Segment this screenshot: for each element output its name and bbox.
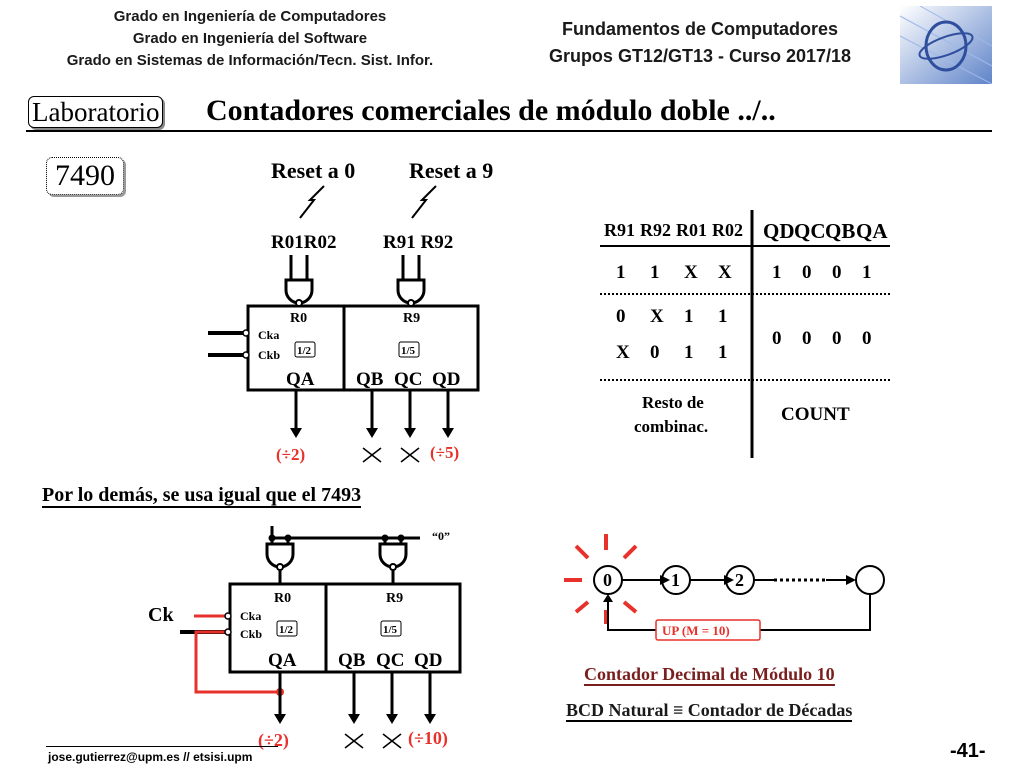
- cell: 1: [684, 342, 694, 363]
- r9-pin-label: R9: [386, 591, 403, 606]
- qd-output-label: QD: [414, 650, 443, 671]
- cell: 1: [616, 262, 626, 283]
- cell: 1: [772, 262, 782, 283]
- rest-label-line2: combinac.: [634, 417, 708, 436]
- bottom-div10-output-label: (÷10): [408, 728, 448, 749]
- r0-pin-label: R0: [290, 311, 307, 326]
- cell: 1: [684, 306, 694, 327]
- top-div5-output-label: (÷5): [430, 443, 459, 462]
- cell: X: [616, 342, 630, 363]
- university-logo: [900, 6, 992, 84]
- reset0-arrow-icon: [299, 185, 325, 219]
- degree-line: Grado en Ingeniería del Software: [132, 30, 368, 47]
- cell: 0: [772, 328, 782, 349]
- bottom-7490-diagram: “0” Ck R0 R9 Cka Ckb 1/2 1/5 QA QB QC QD: [148, 526, 462, 751]
- div5-box-label: 1/5: [401, 345, 416, 357]
- author-email: jose.gutierrez@upm.es // etsisi.upm: [48, 750, 253, 764]
- reset9-arrow-icon: [411, 185, 437, 219]
- degree-line: Grado en Sistemas de Información/Tecn. S…: [66, 52, 434, 69]
- header-r91: R91: [604, 220, 635, 240]
- qd-output-label: QD: [432, 369, 461, 390]
- cell: 1: [650, 262, 660, 283]
- cell: 0: [802, 328, 812, 349]
- state-2-label: 2: [735, 570, 744, 590]
- cka-pin-label: Cka: [240, 609, 261, 623]
- page-number: -41-: [950, 740, 986, 762]
- cell: 0: [616, 306, 626, 327]
- degree-line: Grado en Ingeniería de Computadores: [113, 8, 387, 25]
- r9-pin-label: R9: [403, 311, 420, 326]
- chip-label: 7490: [46, 157, 124, 195]
- cell: 1: [862, 262, 872, 283]
- state-1-label: 1: [671, 570, 680, 590]
- course-groups: Grupos GT12/GT13 - Curso 2017/18: [548, 46, 852, 66]
- r91r92-label: R91 R92: [383, 232, 453, 253]
- course-name: Fundamentos de Computadores: [561, 19, 839, 39]
- qc-output-label: QC: [394, 369, 423, 390]
- cell: 0: [832, 262, 842, 283]
- counting-mode-label: UP (M = 10): [662, 623, 730, 638]
- cell: 0: [802, 262, 812, 283]
- truth-table: R91 R92 R01 R02 QD QC QB QA 1 1 X X 1 0 …: [600, 210, 890, 458]
- r01r02-label: R01R02: [271, 232, 336, 253]
- header-r92: R92: [640, 220, 671, 240]
- degree-list: Grado en Ingeniería de Computadores Grad…: [10, 6, 490, 72]
- header-qc: QC: [794, 219, 826, 243]
- cell: 0: [862, 328, 872, 349]
- div5-box-label: 1/5: [383, 624, 398, 636]
- state-0-label: 0: [603, 570, 612, 590]
- cell: X: [718, 262, 732, 283]
- qa-output-label: QA: [286, 369, 315, 390]
- diagram-caption-1: Contador Decimal de Módulo 10: [584, 664, 835, 686]
- cell: 0: [650, 342, 660, 363]
- reset-9-label: Reset a 9: [409, 158, 493, 183]
- state-diagram: 0 1 2 UP (M = 10): [564, 534, 885, 641]
- page-title: Contadores comerciales de módulo doble .…: [206, 94, 776, 127]
- div2-box-label: 1/2: [297, 345, 312, 357]
- title-bar: Laboratorio Contadores comerciales de mó…: [26, 92, 992, 132]
- ckb-pin-label: Ckb: [240, 627, 262, 641]
- cell: 1: [718, 342, 728, 363]
- header-qb: QB: [825, 219, 855, 243]
- cell: 0: [832, 328, 842, 349]
- div2-box-label: 1/2: [279, 624, 294, 636]
- r0-pin-label: R0: [274, 591, 291, 606]
- cell: X: [684, 262, 698, 283]
- course-info: Fundamentos de Computadores Grupos GT12/…: [500, 16, 900, 70]
- cell: X: [650, 306, 664, 327]
- qc-output-label: QC: [376, 650, 405, 671]
- cell: 1: [718, 306, 728, 327]
- header-r02: R02: [712, 220, 743, 240]
- footer-divider: [46, 746, 278, 747]
- clock-input-label: Ck: [148, 604, 174, 626]
- reset-burst-icon: [564, 534, 638, 624]
- top-7490-diagram: Reset a 0 Reset a 9 R01R02 R91 R92 R0 R9…: [208, 158, 493, 464]
- header-qd: QD: [763, 219, 795, 243]
- diagram-caption-2: BCD Natural ≡ Contador de Décadas: [566, 700, 853, 722]
- section-tag: Laboratorio: [28, 96, 164, 128]
- qa-output-label: QA: [268, 650, 297, 671]
- usage-note: Por lo demás, se usa igual que el 7493: [42, 484, 362, 508]
- header-qa: QA: [856, 219, 888, 243]
- cka-pin-label: Cka: [258, 328, 279, 342]
- counter-7490-body: [228, 582, 462, 674]
- state-9-node: [855, 565, 885, 595]
- bottom-div2-output-label: (÷2): [258, 730, 289, 751]
- ckb-pin-label: Ckb: [258, 348, 280, 362]
- counter-7490-body: [246, 304, 480, 392]
- logic-zero-label: “0”: [432, 529, 450, 543]
- qb-output-label: QB: [356, 369, 384, 390]
- count-label: COUNT: [781, 404, 850, 425]
- header-r01: R01: [676, 220, 707, 240]
- qb-output-label: QB: [338, 650, 366, 671]
- top-div2-output-label: (÷2): [276, 445, 305, 464]
- reset-0-label: Reset a 0: [271, 158, 355, 183]
- title-underline: [26, 130, 992, 132]
- rest-label-line1: Resto de: [642, 393, 704, 412]
